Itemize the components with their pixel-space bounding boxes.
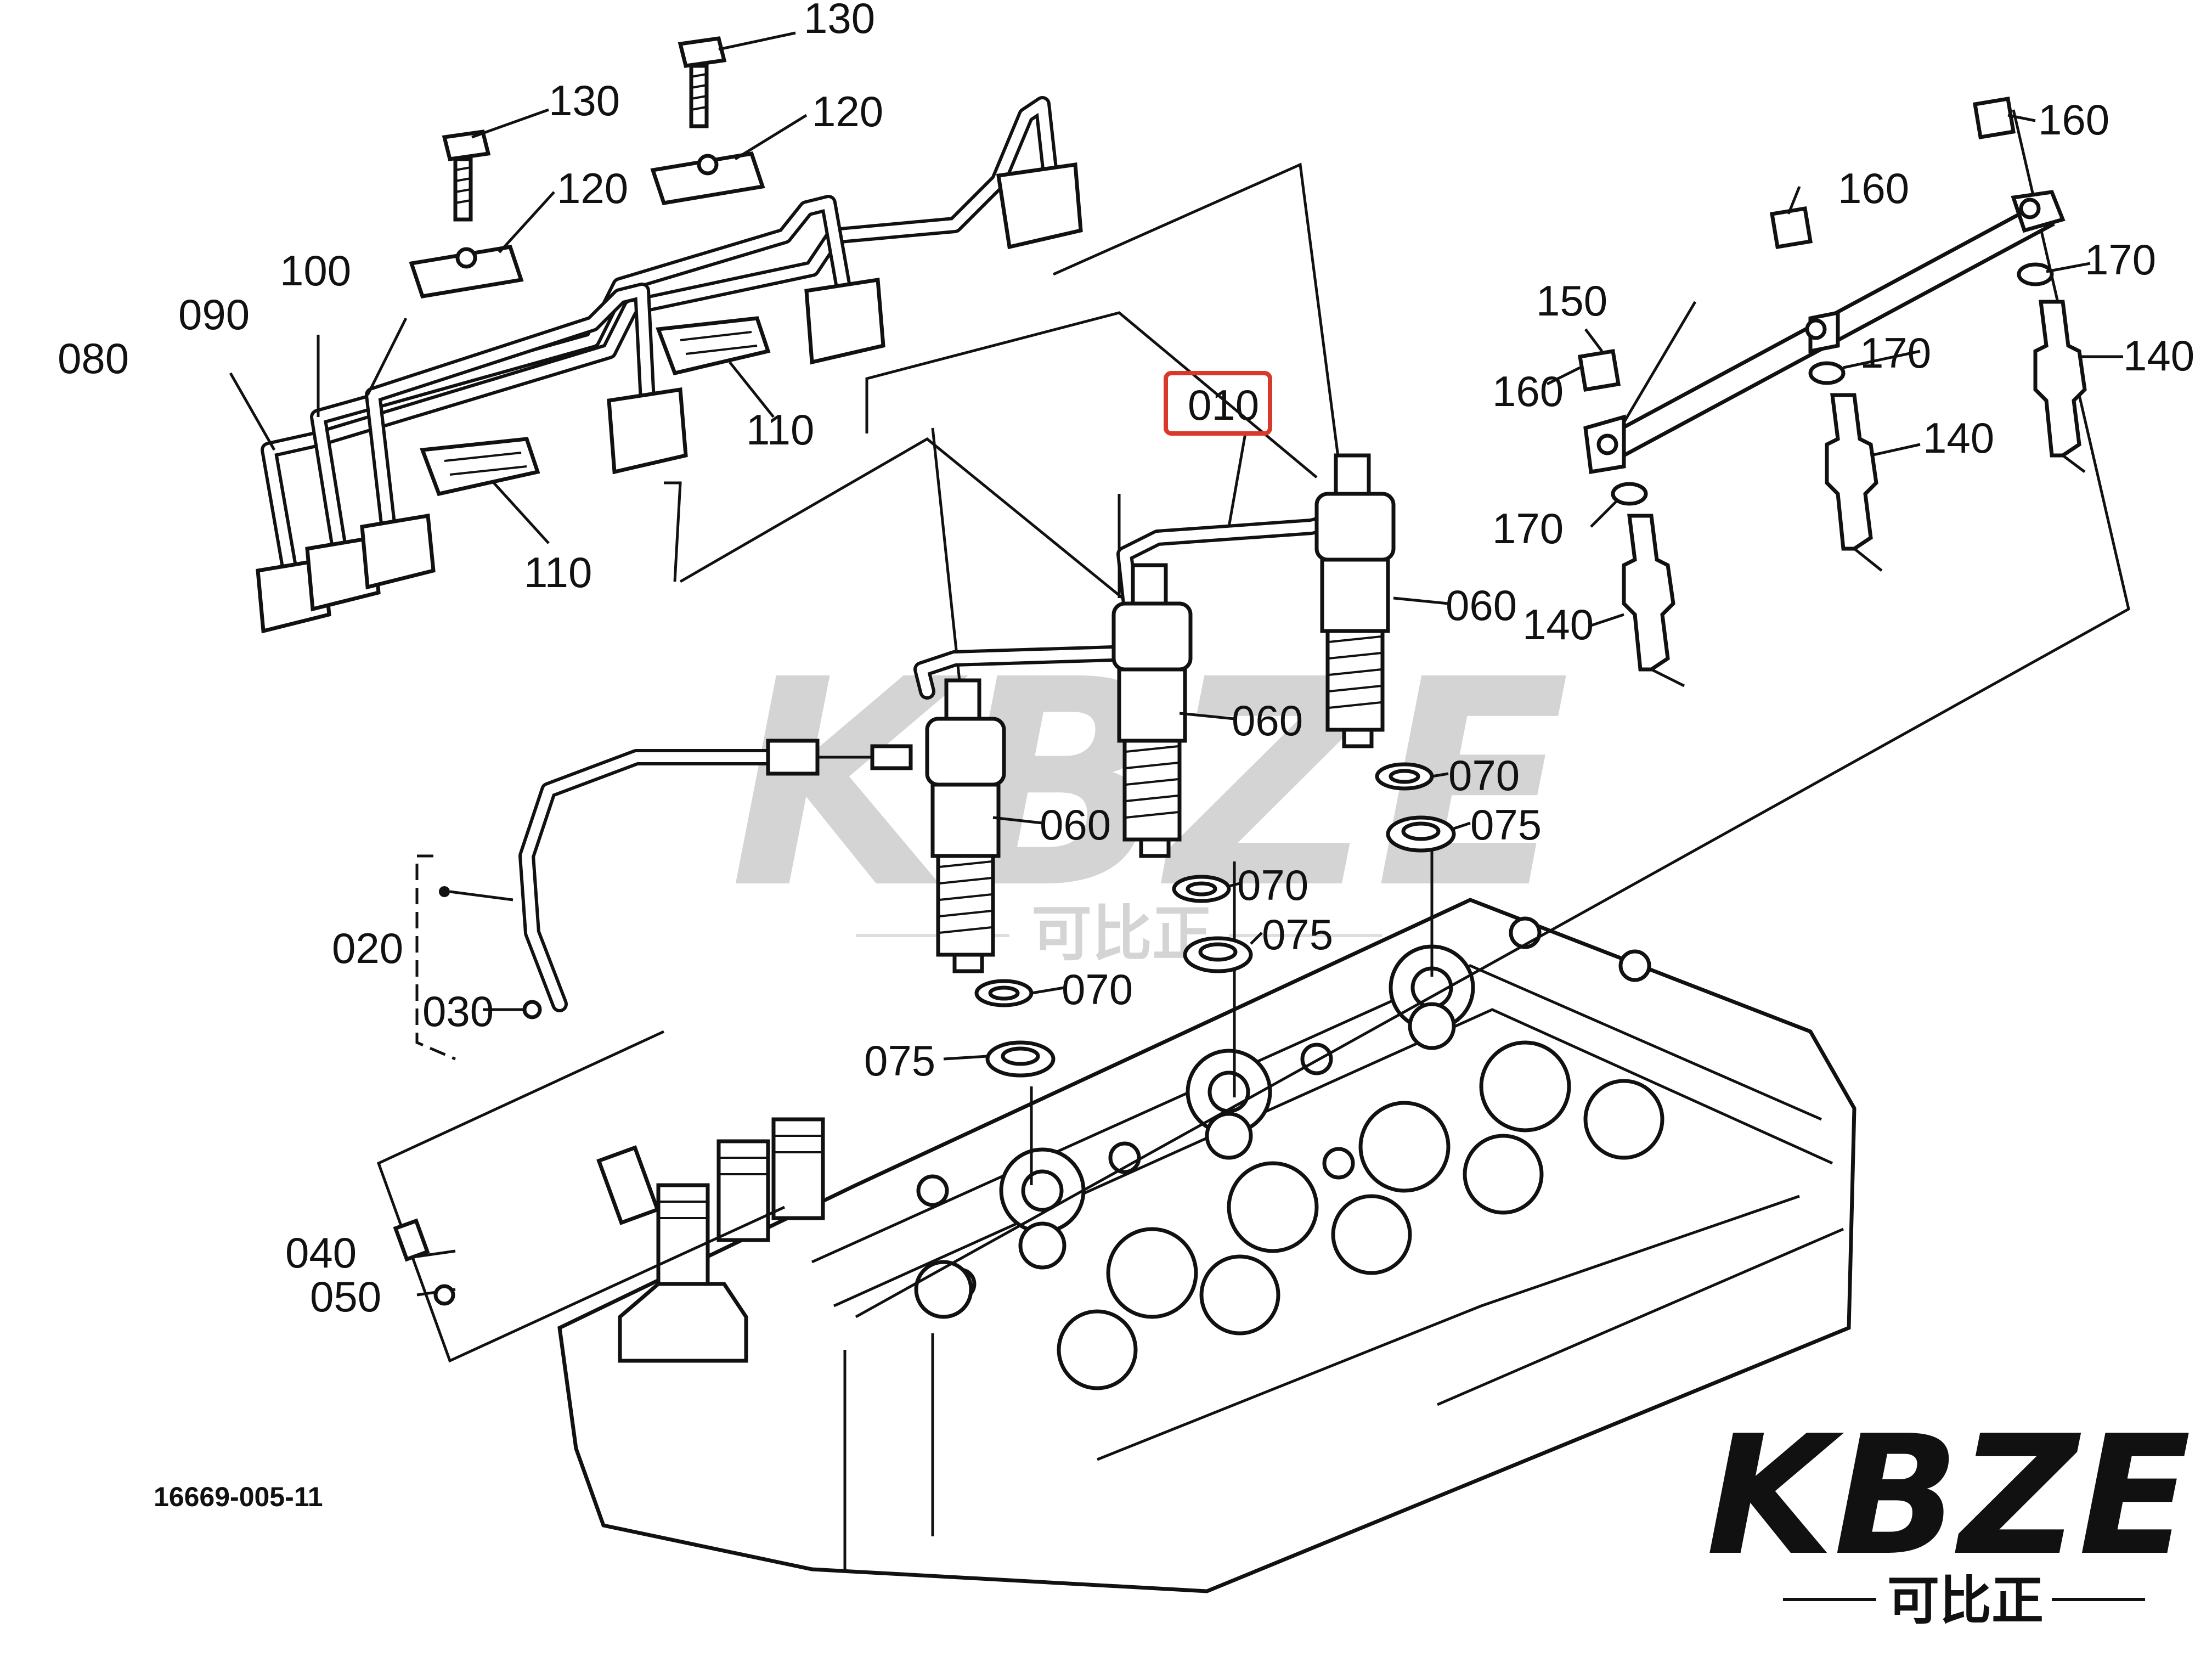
label-140-center: 140 bbox=[1923, 414, 1994, 462]
label-170-left: 170 bbox=[1492, 504, 1564, 553]
logo-text: KBZE bbox=[1706, 1400, 2191, 1592]
cylinder-head bbox=[557, 898, 1857, 1593]
logo-subtext: 可比正 bbox=[1887, 1571, 2044, 1631]
label-070-center: 070 bbox=[1237, 861, 1308, 909]
glow-plug-lead bbox=[1583, 190, 2066, 475]
label-075-center: 075 bbox=[1262, 910, 1333, 959]
label-040: 040 bbox=[285, 1229, 357, 1277]
label-110-left: 110 bbox=[524, 548, 592, 596]
injector-center bbox=[1111, 563, 1193, 858]
label-160-right: 160 bbox=[2038, 95, 2109, 144]
label-100: 100 bbox=[280, 246, 351, 295]
label-110-right: 110 bbox=[746, 405, 814, 454]
label-070-left: 070 bbox=[1062, 965, 1133, 1013]
label-060-right: 060 bbox=[1446, 581, 1517, 629]
highlight-box bbox=[1164, 371, 1272, 436]
label-070-right: 070 bbox=[1448, 751, 1520, 799]
drawing-number: 16669-005-11 bbox=[154, 1481, 323, 1512]
label-140-right: 140 bbox=[2123, 331, 2194, 380]
label-020: 020 bbox=[332, 924, 403, 972]
label-030: 030 bbox=[422, 987, 494, 1035]
label-140-left: 140 bbox=[1522, 600, 1594, 649]
label-160-center: 160 bbox=[1838, 164, 1909, 212]
label-130-right: 130 bbox=[804, 0, 875, 42]
label-160-left: 160 bbox=[1492, 367, 1564, 415]
pipe-nuts-pump bbox=[256, 513, 436, 634]
part-labels: 010 020 030 040 050 060 060 060 070 070 … bbox=[58, 0, 2194, 1321]
small-fittings bbox=[393, 1218, 455, 1306]
pipe-nuts-injector bbox=[607, 162, 1083, 475]
terminal-nuts bbox=[1577, 96, 2054, 506]
label-075-right: 075 bbox=[1470, 801, 1542, 849]
glow-plugs bbox=[1622, 300, 2087, 688]
label-170-right: 170 bbox=[2085, 235, 2156, 284]
label-075-left: 075 bbox=[864, 1036, 935, 1085]
seal-washers bbox=[974, 762, 1456, 1078]
label-120-left: 120 bbox=[557, 164, 628, 212]
injector-right bbox=[1314, 453, 1396, 748]
injector-left bbox=[925, 678, 1006, 973]
injection-pipes bbox=[256, 96, 1083, 634]
brand-logo: KBZE 可比正 bbox=[1706, 1400, 2191, 1631]
label-130-left: 130 bbox=[549, 76, 620, 125]
label-170-center: 170 bbox=[1860, 329, 1931, 377]
label-080: 080 bbox=[58, 334, 129, 382]
label-010: 010 bbox=[1188, 381, 1259, 429]
label-120-right: 120 bbox=[812, 87, 883, 136]
clamp-bolts bbox=[442, 36, 727, 222]
label-050: 050 bbox=[310, 1272, 381, 1321]
label-090: 090 bbox=[178, 290, 250, 339]
label-060-left: 060 bbox=[1040, 801, 1111, 849]
pipe-clamps bbox=[409, 151, 771, 497]
label-150: 150 bbox=[1536, 277, 1607, 325]
watermark-subtext: 可比正 bbox=[1031, 899, 1212, 969]
return-hose bbox=[415, 739, 913, 1061]
label-leaders bbox=[229, 31, 2123, 1297]
label-060-center: 060 bbox=[1232, 696, 1303, 745]
